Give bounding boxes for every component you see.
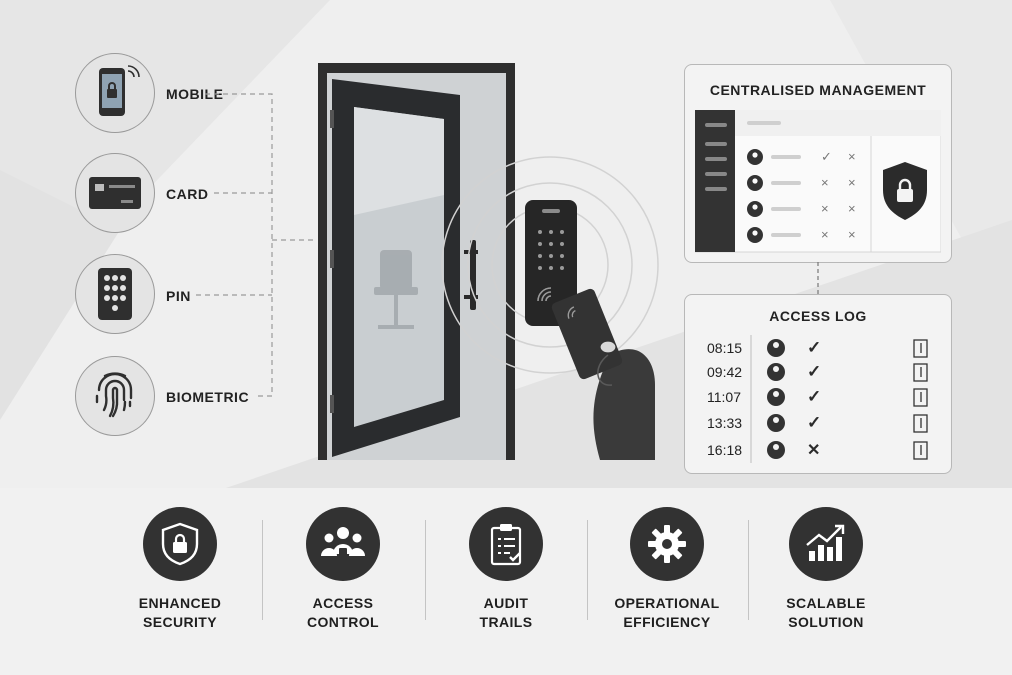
card-method bbox=[75, 153, 155, 233]
benefit-divider bbox=[748, 520, 749, 620]
scalable-solution-badge bbox=[789, 507, 863, 581]
benefit-line1: AUDIT bbox=[483, 595, 529, 611]
log-time-3: 11:07 bbox=[707, 389, 741, 405]
benefit-line1: ENHANCED bbox=[138, 595, 222, 611]
access-log-graphics bbox=[750, 335, 928, 463]
benefit-label-operational-efficiency: OPERATIONAL EFFICIENCY bbox=[592, 594, 742, 632]
benefit-label-audit-trails: AUDIT TRAILS bbox=[431, 594, 581, 632]
benefit-line2: EFFICIENCY bbox=[623, 614, 711, 630]
mgmt-row-2-cross: × bbox=[848, 175, 856, 190]
benefit-line2: CONTROL bbox=[306, 614, 379, 630]
log-status-1: ✓ bbox=[807, 338, 822, 357]
fingerprint-icon bbox=[95, 372, 133, 418]
mgmt-row-1-cross: × bbox=[848, 149, 856, 164]
centralised-management-panel: CENTRALISED MANAGEMENT ✓ × × × × × bbox=[684, 64, 952, 263]
mgmt-row-3-cross: × bbox=[848, 201, 856, 216]
signal-waves bbox=[441, 156, 659, 374]
access-log-panel: ACCESS LOG 08:15 09:42 11:07 13:33 16:18… bbox=[684, 294, 952, 474]
access-control-badge bbox=[306, 507, 380, 581]
log-time-2: 09:42 bbox=[707, 364, 743, 380]
growth-chart-icon bbox=[806, 524, 845, 561]
log-status-2: ✓ bbox=[807, 362, 822, 381]
benefit-line1: SCALABLE bbox=[786, 595, 866, 611]
mgmt-row-3-check: × bbox=[821, 201, 829, 216]
pin-label: PIN bbox=[166, 288, 191, 304]
benefit-line2: TRAILS bbox=[479, 614, 533, 630]
card-label: CARD bbox=[166, 186, 209, 202]
audit-trails-badge bbox=[469, 507, 543, 581]
door-scene bbox=[318, 63, 659, 460]
keypad-icon bbox=[98, 268, 132, 320]
mgmt-row-2-check: × bbox=[821, 175, 829, 190]
benefit-line2: SECURITY bbox=[143, 614, 217, 630]
shield-lock-icon bbox=[161, 522, 199, 566]
mobile-lock-icon bbox=[99, 65, 140, 116]
access-log-title: ACCESS LOG bbox=[769, 308, 867, 324]
benefit-label-scalable-solution: SCALABLE SOLUTION bbox=[751, 594, 901, 632]
biometric-method bbox=[75, 356, 155, 436]
operational-efficiency-badge bbox=[630, 507, 704, 581]
benefit-divider bbox=[262, 520, 263, 620]
enhanced-security-badge bbox=[143, 507, 217, 581]
management-dashboard bbox=[695, 110, 941, 253]
access-reader-icon bbox=[525, 200, 577, 326]
log-time-4: 13:33 bbox=[707, 415, 743, 431]
method-connectors bbox=[196, 93, 316, 397]
dashboard-sidebar bbox=[695, 110, 735, 252]
mobile-method bbox=[75, 53, 155, 133]
door-handle-icon bbox=[470, 240, 476, 310]
benefit-divider bbox=[587, 520, 588, 620]
mgmt-row-4-cross: × bbox=[848, 227, 856, 242]
log-time-5: 16:18 bbox=[707, 442, 743, 458]
gear-icon bbox=[648, 525, 686, 563]
benefit-line2: SOLUTION bbox=[788, 614, 864, 630]
benefit-divider bbox=[425, 520, 426, 620]
pin-method bbox=[75, 254, 155, 334]
hand-card-icon bbox=[551, 288, 655, 460]
benefit-line1: OPERATIONAL bbox=[614, 595, 720, 611]
log-status-4: ✓ bbox=[807, 413, 822, 432]
mgmt-row-4-check: × bbox=[821, 227, 829, 242]
log-time-1: 08:15 bbox=[707, 340, 743, 356]
users-icon bbox=[321, 527, 365, 556]
benefit-label-access-control: ACCESS CONTROL bbox=[268, 594, 418, 632]
management-title: CENTRALISED MANAGEMENT bbox=[709, 82, 927, 98]
card-icon bbox=[89, 177, 141, 209]
log-status-3: ✓ bbox=[807, 387, 822, 406]
door-log-icons bbox=[913, 339, 928, 460]
mgmt-row-1-check: ✓ bbox=[821, 149, 832, 164]
benefit-line1: ACCESS bbox=[312, 595, 374, 611]
benefit-label-enhanced-security: ENHANCED SECURITY bbox=[105, 594, 255, 632]
biometric-label: BIOMETRIC bbox=[166, 389, 250, 405]
log-status-5: ✕ bbox=[807, 442, 821, 459]
panel-connector bbox=[817, 262, 819, 296]
clipboard-checklist-icon bbox=[490, 524, 522, 566]
mobile-label: MOBILE bbox=[166, 86, 224, 102]
